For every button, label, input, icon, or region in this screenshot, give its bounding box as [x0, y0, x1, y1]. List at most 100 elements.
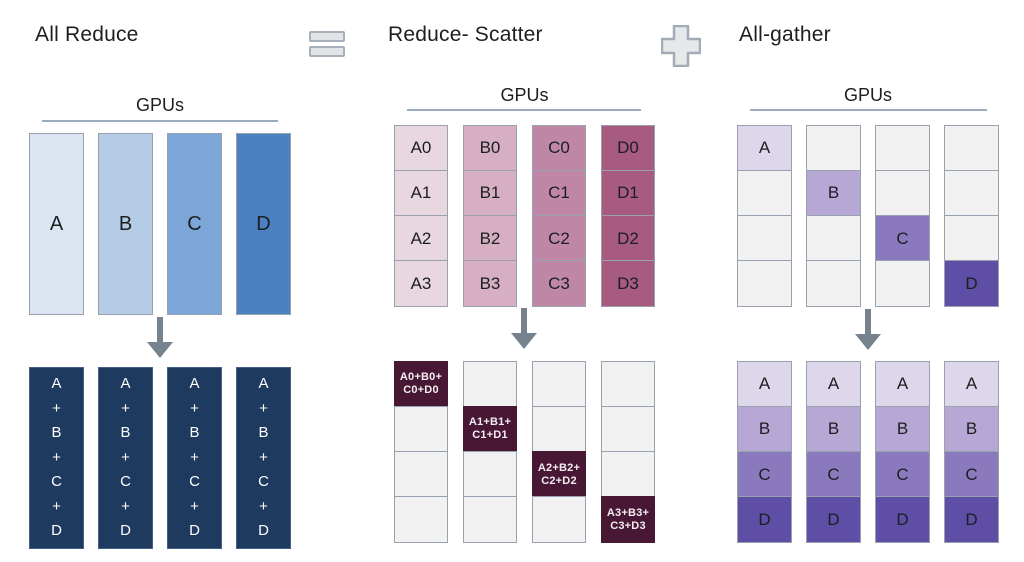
sum-line: +	[121, 399, 130, 417]
gpu-column-0: A	[737, 125, 792, 307]
sum-line: D	[120, 522, 131, 540]
sum-line: D	[51, 522, 62, 540]
gathered-cell: D	[737, 496, 792, 543]
reduced-shard-cell: A2+B2+C2+D2	[532, 451, 586, 498]
shard-cell: B	[98, 133, 153, 315]
reduced-shard-cell: A0+B0+C0+D0	[394, 361, 448, 408]
equals-icon	[309, 31, 345, 61]
shard-cell: D	[236, 133, 291, 315]
empty-cell	[394, 451, 448, 498]
shard-cell: B2	[463, 215, 517, 262]
reduce-scatter-title: Reduce- Scatter	[388, 23, 543, 46]
sum-line: +	[190, 399, 199, 417]
sum-line: C	[258, 473, 269, 491]
gathered-cell: A	[737, 361, 792, 408]
gathered-cell: B	[875, 406, 930, 453]
equals-bar-bottom	[309, 46, 345, 57]
sum-line: A	[258, 375, 269, 393]
sum-column-1: A+B+C+D	[98, 367, 153, 549]
empty-cell	[463, 451, 517, 498]
gathered-cell: C	[806, 451, 861, 498]
shard-cell: D0	[601, 125, 655, 172]
down-arrow-icon	[855, 309, 881, 351]
sum-line: A	[120, 375, 131, 393]
sum-line: A	[51, 375, 62, 393]
shard-cell: B	[806, 170, 861, 217]
sum-column-0: A+B+C+D	[29, 367, 84, 549]
shard-cell: C	[875, 215, 930, 262]
shard-cell: C2	[532, 215, 586, 262]
empty-cell	[806, 215, 861, 262]
gathered-cell: A	[944, 361, 999, 408]
gpu-column-3: D	[236, 133, 291, 315]
empty-cell	[944, 125, 999, 172]
reduced-shard-line: C1+D1	[472, 429, 508, 442]
arrow-head	[855, 334, 881, 350]
empty-cell	[601, 451, 655, 498]
empty-cell	[806, 260, 861, 307]
shard-cell: C1	[532, 170, 586, 217]
empty-cell	[463, 496, 517, 543]
gathered-cell: D	[806, 496, 861, 543]
reduced-shard-line: C2+D2	[541, 474, 577, 487]
shard-cell: A2	[394, 215, 448, 262]
reduced-shard-line: A3+B3+	[606, 506, 650, 519]
gathered-cell: B	[806, 406, 861, 453]
sum-line: +	[121, 448, 130, 466]
sum-line: A	[189, 375, 200, 393]
gathered-cell: D	[944, 496, 999, 543]
arrow-head	[147, 342, 173, 358]
gpu-column-1: A1+B1+C1+D1	[463, 361, 517, 543]
empty-cell	[737, 170, 792, 217]
empty-cell	[601, 406, 655, 453]
sum-column-3: A+B+C+D	[236, 367, 291, 549]
gpu-column-0: A0+B0+C0+D0	[394, 361, 448, 543]
sum-line: C	[51, 473, 62, 491]
reduced-shard-line: C0+D0	[403, 384, 439, 397]
sum-line: +	[259, 399, 268, 417]
gpus-underline-all-reduce	[42, 120, 278, 122]
reduced-shard-line: C3+D3	[610, 519, 646, 532]
sum-line: +	[190, 497, 199, 515]
shard-cell: C0	[532, 125, 586, 172]
gathered-cell: C	[944, 451, 999, 498]
shard-cell: D3	[601, 260, 655, 307]
sum-line: D	[189, 522, 200, 540]
gpus-label-all-reduce: GPUs	[135, 95, 184, 115]
gpus-underline-reduce-scatter	[407, 109, 641, 111]
sum-line: B	[120, 424, 131, 442]
gathered-cell: A	[875, 361, 930, 408]
shard-cell: A	[737, 125, 792, 172]
empty-cell	[601, 361, 655, 408]
reduced-shard-cell: A1+B1+C1+D1	[463, 406, 517, 453]
sum-line: +	[52, 448, 61, 466]
arrow-head	[511, 333, 537, 349]
sum-line: B	[51, 424, 62, 442]
sum-line: B	[189, 424, 200, 442]
shard-cell: A1	[394, 170, 448, 217]
empty-cell	[532, 361, 586, 408]
sum-column-2: A+B+C+D	[167, 367, 222, 549]
empty-cell	[394, 496, 448, 543]
shard-cell: D	[944, 260, 999, 307]
gpu-column-2: C	[167, 133, 222, 315]
gpu-column-1: B	[98, 133, 153, 315]
down-arrow-icon	[511, 308, 537, 350]
gpus-label-all-gather: GPUs	[843, 85, 892, 105]
gathered-cell: B	[944, 406, 999, 453]
empty-cell	[875, 170, 930, 217]
empty-cell	[463, 361, 517, 408]
empty-cell	[394, 406, 448, 453]
gathered-cell: A	[806, 361, 861, 408]
shard-cell: D2	[601, 215, 655, 262]
arrow-stem	[865, 309, 871, 334]
